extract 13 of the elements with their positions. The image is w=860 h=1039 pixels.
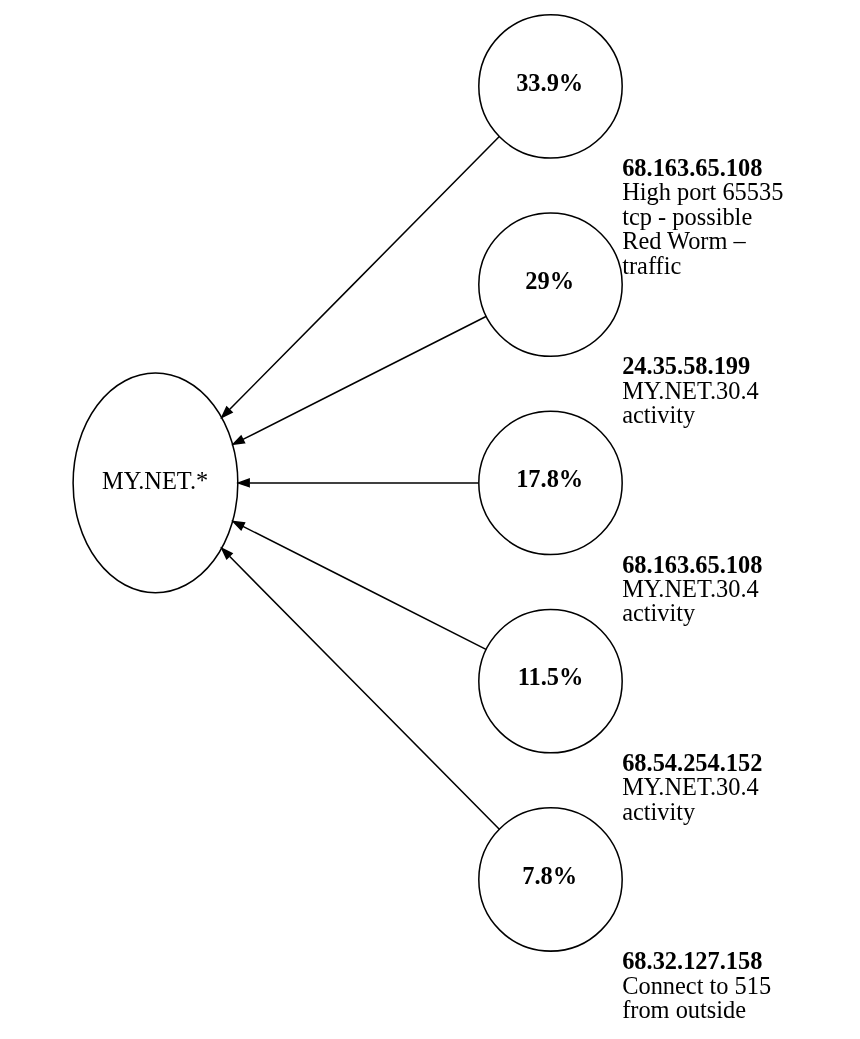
arrow [231,315,487,446]
node-circle: 17.8% [478,410,623,556]
arrow [231,520,487,651]
node-circle: 29% [478,212,623,358]
arrow [220,546,501,830]
node-circle: 33.9% [478,13,623,159]
node-circle: 7.8% [478,807,623,952]
arrow [236,478,480,488]
node-circle: 11.5% [478,608,623,754]
arrow [220,135,501,419]
node-label: 68.54.254.152 [622,748,763,776]
node-label: MY.NET.30.4 activity [622,773,759,825]
node-ellipse: MY.NET.* [72,372,239,594]
